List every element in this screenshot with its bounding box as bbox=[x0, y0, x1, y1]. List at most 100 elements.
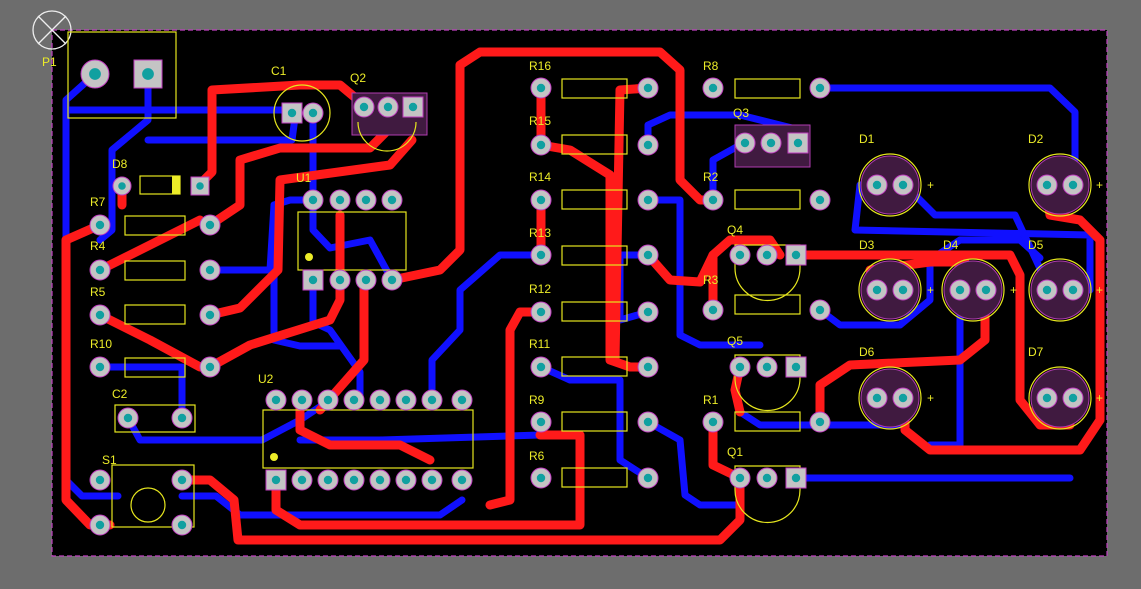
label-u1: U1 bbox=[296, 171, 312, 185]
pad-drill-hole bbox=[95, 310, 105, 320]
pad-drill-hole bbox=[387, 275, 397, 285]
pad-drill-hole bbox=[735, 362, 745, 372]
pad-drill-hole bbox=[536, 195, 546, 205]
pad-drill-hole bbox=[735, 250, 745, 260]
svg-text:+: + bbox=[1010, 283, 1017, 297]
pad-drill-hole bbox=[815, 417, 825, 427]
pad-drill-hole bbox=[297, 395, 307, 405]
pad-drill-hole bbox=[89, 68, 101, 80]
pad-drill-hole bbox=[643, 473, 653, 483]
pad-drill-hole bbox=[536, 417, 546, 427]
pad-drill-hole bbox=[95, 265, 105, 275]
pad-drill-hole bbox=[1042, 180, 1052, 190]
label-c2: C2 bbox=[112, 387, 128, 401]
origin-marker-icon bbox=[32, 10, 72, 50]
pad-drill-hole bbox=[1068, 285, 1078, 295]
reference-designators: P1 C1 Q2 D8 U1 R7 R4 R5 R10 C2 S1 U2 R16… bbox=[42, 55, 1044, 467]
pad-drill-hole bbox=[205, 265, 215, 275]
pad-drill-hole bbox=[536, 473, 546, 483]
pad-drill-hole bbox=[643, 362, 653, 372]
pad-drill-hole bbox=[793, 138, 803, 148]
pad-drill-hole bbox=[536, 307, 546, 317]
pad-drill-hole bbox=[375, 475, 385, 485]
label-r4: R4 bbox=[90, 239, 106, 253]
pad-drill-hole bbox=[735, 473, 745, 483]
pad-drill-hole bbox=[643, 83, 653, 93]
pad-drill-hole bbox=[196, 182, 204, 190]
pad-drill-hole bbox=[361, 275, 371, 285]
pad-drill-hole bbox=[349, 475, 359, 485]
label-q4: Q4 bbox=[727, 223, 743, 237]
pad-drill-hole bbox=[898, 285, 908, 295]
label-r10: R10 bbox=[90, 337, 112, 351]
pad-drill-hole bbox=[361, 195, 371, 205]
pad-drill-hole bbox=[457, 475, 467, 485]
pad-drill-hole bbox=[791, 362, 801, 372]
svg-text:+: + bbox=[927, 178, 934, 192]
pad-drill-hole bbox=[118, 182, 126, 190]
svg-text:+: + bbox=[1096, 283, 1103, 297]
label-d4: D4 bbox=[943, 238, 959, 252]
label-u2: U2 bbox=[258, 372, 274, 386]
label-r16: R16 bbox=[529, 59, 551, 73]
pad-drill-hole bbox=[95, 362, 105, 372]
label-d5: D5 bbox=[1028, 238, 1044, 252]
pad-drill-hole bbox=[308, 195, 318, 205]
label-q1: Q1 bbox=[727, 445, 743, 459]
label-r14: R14 bbox=[529, 170, 551, 184]
pad-drill-hole bbox=[791, 250, 801, 260]
pad-drill-hole bbox=[762, 250, 772, 260]
pad-drill-hole bbox=[1042, 285, 1052, 295]
label-r12: R12 bbox=[529, 282, 551, 296]
pad-drill-hole bbox=[536, 83, 546, 93]
label-r15: R15 bbox=[529, 114, 551, 128]
pad-drill-hole bbox=[643, 307, 653, 317]
pad-drill-hole bbox=[643, 140, 653, 150]
pad-drill-hole bbox=[872, 285, 882, 295]
pad-drill-hole bbox=[898, 393, 908, 403]
pad-drill-hole bbox=[1068, 180, 1078, 190]
pad-drill-hole bbox=[708, 83, 718, 93]
pad-drill-hole bbox=[383, 102, 393, 112]
label-d7: D7 bbox=[1028, 345, 1044, 359]
label-p1: P1 bbox=[42, 55, 57, 69]
label-r5: R5 bbox=[90, 285, 106, 299]
component-pads bbox=[80, 59, 1084, 536]
pad-drill-hole bbox=[1068, 393, 1078, 403]
pad-drill-hole bbox=[536, 250, 546, 260]
pad-drill-hole bbox=[536, 362, 546, 372]
pad-drill-hole bbox=[95, 475, 105, 485]
bottom-layer-traces bbox=[62, 70, 1094, 519]
pad-drill-hole bbox=[205, 362, 215, 372]
pad-drill-hole bbox=[815, 305, 825, 315]
label-r11: R11 bbox=[529, 337, 550, 351]
label-d2: D2 bbox=[1028, 132, 1044, 146]
label-q2: Q2 bbox=[350, 71, 366, 85]
label-d3: D3 bbox=[859, 238, 875, 252]
pad-drill-hole bbox=[1042, 393, 1052, 403]
label-r2: R2 bbox=[703, 170, 719, 184]
pad-drill-hole bbox=[740, 138, 750, 148]
label-s1: S1 bbox=[102, 453, 117, 467]
pad-drill-hole bbox=[323, 475, 333, 485]
pad-drill-hole bbox=[766, 138, 776, 148]
pad-drill-hole bbox=[123, 413, 133, 423]
label-q3: Q3 bbox=[733, 106, 749, 120]
pad-drill-hole bbox=[536, 140, 546, 150]
pad-drill-hole bbox=[308, 275, 318, 285]
label-r8: R8 bbox=[703, 59, 719, 73]
pad-drill-hole bbox=[401, 475, 411, 485]
pad-drill-hole bbox=[708, 417, 718, 427]
pad-drill-hole bbox=[142, 68, 154, 80]
svg-text:+: + bbox=[927, 283, 934, 297]
pad-drill-hole bbox=[335, 195, 345, 205]
led-footprints: + + + + + + + bbox=[858, 153, 1103, 430]
pad-drill-hole bbox=[177, 475, 187, 485]
pad-drill-hole bbox=[643, 250, 653, 260]
pad-drill-hole bbox=[762, 473, 772, 483]
pad-drill-hole bbox=[427, 475, 437, 485]
label-r1: R1 bbox=[703, 393, 719, 407]
pad-drill-hole bbox=[872, 393, 882, 403]
board-outline bbox=[51, 29, 1108, 557]
pad-drill-hole bbox=[815, 83, 825, 93]
